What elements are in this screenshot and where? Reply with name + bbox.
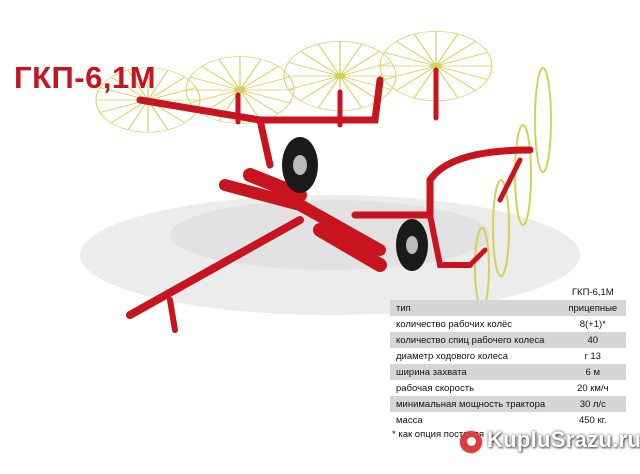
watermark: KupluSrazu.ru: [487, 427, 640, 452]
spec-value: r 13: [584, 350, 601, 362]
specs-row: количество рабочих колёс 8(+1)*: [390, 316, 626, 332]
specs-row: тип прицепные: [390, 300, 626, 316]
spec-value: 40: [559, 332, 626, 348]
specs-header-row: ГКП-6,1М: [390, 284, 626, 300]
spec-label: тип: [390, 300, 560, 316]
spec-value: прицепные: [559, 300, 626, 316]
specs-row: рабочая скорость 20 км/ч: [390, 380, 626, 396]
spec-value: 30 л/с: [559, 396, 626, 412]
spec-label: масса: [396, 414, 423, 426]
rake-wheel: [492, 179, 510, 277]
page-title: ГКП-6,1М: [14, 60, 157, 95]
spec-label: количество спиц рабочего колеса: [390, 332, 560, 348]
rake-wheel: [514, 124, 532, 226]
spec-label: минимальная мощность трактора: [390, 396, 560, 412]
specs-row: масса 450 кг.: [390, 412, 626, 428]
spec-value: 8(+1)*: [579, 318, 606, 330]
spec-label: рабочая скорость: [396, 382, 475, 394]
rake-wheel: [379, 30, 493, 102]
rake-wheel: [283, 40, 397, 112]
frame: [126, 67, 534, 333]
location-pin-icon: [460, 431, 482, 453]
spec-label: ширина захвата: [390, 364, 560, 380]
specs-row: количество спиц рабочего колеса 40: [390, 332, 626, 348]
specs-header: ГКП-6,1М: [571, 286, 614, 298]
transport-wheels: [282, 137, 428, 271]
rake-wheel: [534, 67, 552, 173]
specs-row: ширина захвата 6 м: [390, 364, 626, 380]
spec-label: диаметр ходового колеса: [396, 350, 509, 362]
specs-row: диаметр ходового колеса r 13: [390, 348, 626, 364]
specs-footnote: * как опция поставля: [392, 429, 484, 440]
spec-value: 450 кг.: [578, 414, 607, 426]
specs-table: ГКП-6,1М тип прицепные количество рабочи…: [390, 284, 626, 428]
spec-label: количество рабочих колёс: [396, 318, 513, 330]
spec-value: 6 м: [559, 364, 626, 380]
specs-row: минимальная мощность трактора 30 л/с: [390, 396, 626, 412]
spec-value: 20 км/ч: [577, 382, 609, 394]
